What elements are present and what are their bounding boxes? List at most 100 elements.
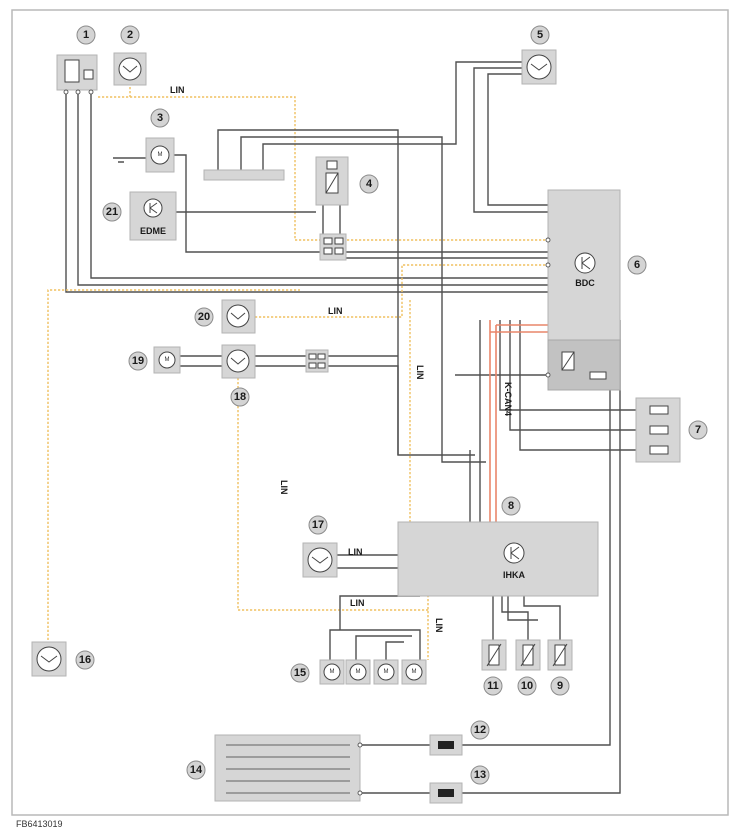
motor-icon [323, 663, 341, 681]
wire [519, 320, 648, 451]
ground-bar [203, 169, 285, 181]
callout-7: 7 [688, 420, 708, 440]
wire [385, 641, 404, 660]
lin-label: LIN [350, 598, 365, 608]
wire [507, 596, 538, 621]
wire [329, 629, 421, 660]
callout-21: 21 [102, 202, 122, 222]
fuse-icon [649, 425, 669, 435]
callout-12: 12 [470, 720, 490, 740]
callout-11: 11 [483, 676, 503, 696]
svg-text:5: 5 [537, 29, 543, 41]
svg-text:M: M [165, 357, 170, 363]
wire [255, 365, 399, 455]
svg-text:11: 11 [487, 680, 499, 692]
callout-8: 8 [501, 496, 521, 516]
transistor-icon [503, 542, 525, 564]
callout-1: 1 [76, 25, 96, 45]
svg-text:12: 12 [474, 724, 486, 736]
wire [240, 136, 486, 463]
switch-icon [64, 59, 80, 83]
callout-15: 15 [290, 663, 310, 683]
wire [90, 92, 548, 279]
bdc-relay-section [547, 339, 621, 391]
sensor-icon [307, 547, 333, 573]
wire [217, 129, 475, 456]
kcan4-label: K-CAN4 [503, 382, 513, 416]
wire [462, 320, 621, 794]
lin-line [255, 264, 548, 318]
callout-5: 5 [530, 25, 550, 45]
wire [65, 92, 548, 293]
lin-line [47, 289, 300, 640]
fuse-icon [649, 405, 669, 415]
svg-text:18: 18 [234, 391, 246, 403]
component-8-ihka [397, 521, 599, 597]
transistor-icon [574, 252, 596, 274]
svg-text:M: M [384, 669, 389, 675]
sensor-icon [526, 54, 552, 80]
wire [262, 61, 524, 172]
svg-text:8: 8 [508, 500, 514, 512]
svg-text:2: 2 [127, 29, 133, 41]
svg-text:16: 16 [79, 654, 91, 666]
diagram-frame [11, 9, 729, 816]
figure-id: FB6413019 [16, 819, 63, 829]
svg-text:13: 13 [474, 769, 486, 781]
callout-13: 13 [470, 765, 490, 785]
lin-label: LIN [434, 618, 444, 633]
svg-text:20: 20 [198, 311, 210, 323]
edme-label: EDME [140, 226, 166, 236]
svg-text:M: M [412, 669, 417, 675]
lin-line [98, 96, 548, 241]
callout-4: 4 [359, 174, 379, 194]
fuse-icon [326, 160, 338, 170]
callout-14: 14 [186, 760, 206, 780]
callout-10: 10 [517, 676, 537, 696]
wire [339, 595, 420, 630]
wire [173, 154, 548, 253]
wire [523, 596, 561, 640]
motor-icon [150, 145, 170, 165]
svg-text:6: 6 [634, 259, 640, 271]
callout-9: 9 [550, 676, 570, 696]
svg-text:1: 1 [83, 29, 89, 41]
connector-block [305, 349, 329, 373]
wire [355, 635, 412, 660]
bdc-label: BDC [575, 278, 595, 288]
fuse-icon [438, 741, 454, 749]
fuse-icon [649, 445, 669, 455]
resistor-icon [589, 371, 607, 380]
lin-label: LIN [279, 480, 289, 495]
motor-icon [349, 663, 367, 681]
svg-text:15: 15 [294, 667, 306, 679]
svg-text:9: 9 [557, 680, 563, 692]
callout-17: 17 [308, 515, 328, 535]
sensor-icon [36, 646, 62, 672]
svg-text:19: 19 [132, 355, 144, 367]
wire [501, 596, 529, 640]
ihka-label: IHKA [503, 570, 525, 580]
component-14-heater [214, 734, 361, 802]
motor-icon [158, 351, 176, 369]
svg-text:3: 3 [157, 112, 163, 124]
wire [77, 92, 548, 286]
sensor-icon [226, 349, 250, 373]
svg-text:M: M [158, 152, 163, 158]
svg-text:4: 4 [366, 178, 373, 190]
motor-icon [377, 663, 395, 681]
fuse-icon [438, 789, 454, 797]
callout-16: 16 [75, 650, 95, 670]
sensor-icon [118, 57, 142, 81]
callout-6: 6 [627, 255, 647, 275]
lin-line [237, 378, 430, 611]
transistor-icon [143, 198, 163, 218]
lin-label: LIN [328, 306, 343, 316]
callout-20: 20 [194, 307, 214, 327]
svg-text:10: 10 [521, 680, 533, 692]
ground-icon [113, 157, 128, 163]
motor-icon [405, 663, 423, 681]
lin-label: LIN [415, 365, 425, 380]
callout-2: 2 [120, 25, 140, 45]
